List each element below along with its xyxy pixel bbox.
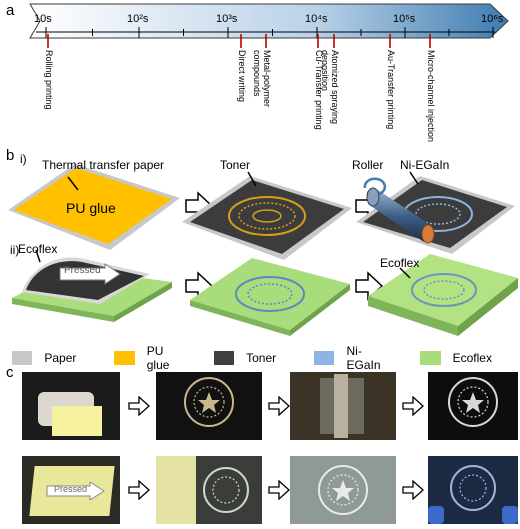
thermal-transfer-paper-label: Thermal transfer paper (42, 158, 165, 172)
legend-swatch (314, 351, 335, 365)
step-ecoflex-encapsulated (368, 254, 518, 336)
panel-a-letter: a (6, 2, 15, 19)
legend-swatch (213, 351, 235, 365)
pressed-label-photo: Pressed (54, 484, 88, 494)
legend-label: Toner (246, 351, 277, 365)
row-ii-label: ii) (10, 243, 20, 257)
timeline-tick-label: 10²s (127, 13, 149, 25)
process-diagram (8, 164, 518, 336)
step-ecoflex-press (12, 257, 172, 322)
timeline-tick-label: 10s (34, 13, 52, 25)
method-label: Micro-channel injection (426, 50, 436, 143)
pu-glue-label: PU glue (66, 200, 116, 216)
photo-metal-print (428, 372, 518, 440)
legend-swatch (114, 351, 135, 365)
method-label: Direct writing (237, 50, 247, 103)
photo-arrow-1 (128, 395, 150, 421)
pressed-label-diagram: Pressed (64, 265, 101, 276)
toner-label: Toner (220, 158, 251, 172)
photo-arrow-2 (268, 395, 290, 421)
timeline-tick-label: 10⁵s (393, 13, 416, 25)
photo-arrow-5 (268, 479, 290, 505)
method-label: Au-Transfer printing (386, 50, 396, 130)
step-roller (356, 176, 515, 254)
timeline-tick-label: 10³s (216, 13, 238, 25)
photo-stretched (428, 456, 518, 524)
method-label: Metal-polymer (262, 50, 272, 108)
photo-arrow-4 (128, 479, 150, 505)
timeline-arrow (29, 3, 509, 48)
method-label: deposition (320, 50, 330, 92)
ecoflex-label-left: Ecoflex (18, 242, 58, 256)
photo-arrow-6 (402, 479, 424, 505)
photo-roller (290, 372, 396, 440)
step-paper-pu-glue (8, 164, 180, 250)
legend-swatch (420, 351, 441, 365)
method-label: Rolling printing (44, 50, 54, 110)
legend: Paper PU glue Toner Ni- EGaIn Ecoflex (12, 344, 518, 372)
row-i-label: i) (20, 152, 27, 166)
method-label: compounds (252, 50, 262, 97)
photo-toner-print (156, 372, 262, 440)
photo-arrow-3 (402, 395, 424, 421)
ecoflex-label-right: Ecoflex (380, 256, 420, 270)
legend-label: Ecoflex (452, 351, 492, 365)
legend-label: Ni- EGaIn (346, 344, 381, 372)
step-ecoflex-sheet (190, 258, 350, 336)
timeline-tick-label: 10⁴s (305, 13, 328, 25)
legend-label: PU glue (146, 344, 170, 372)
panel-b-letter: b (6, 147, 15, 164)
step-toner (182, 176, 352, 260)
photo-printer (22, 372, 120, 440)
photo-pressed: Pressed (22, 456, 120, 524)
timeline-tick-label: 10⁶s (481, 13, 504, 25)
roller-label: Roller (352, 158, 384, 172)
method-label: Atomized spraying (330, 50, 340, 125)
legend-label: Paper (44, 351, 77, 365)
legend-swatch (12, 351, 33, 365)
panel-c-letter: c (6, 364, 14, 381)
photo-peeling (156, 456, 262, 524)
photo-ecoflex-film (290, 456, 396, 524)
ni-egain-label: Ni-EGaIn (400, 158, 450, 172)
